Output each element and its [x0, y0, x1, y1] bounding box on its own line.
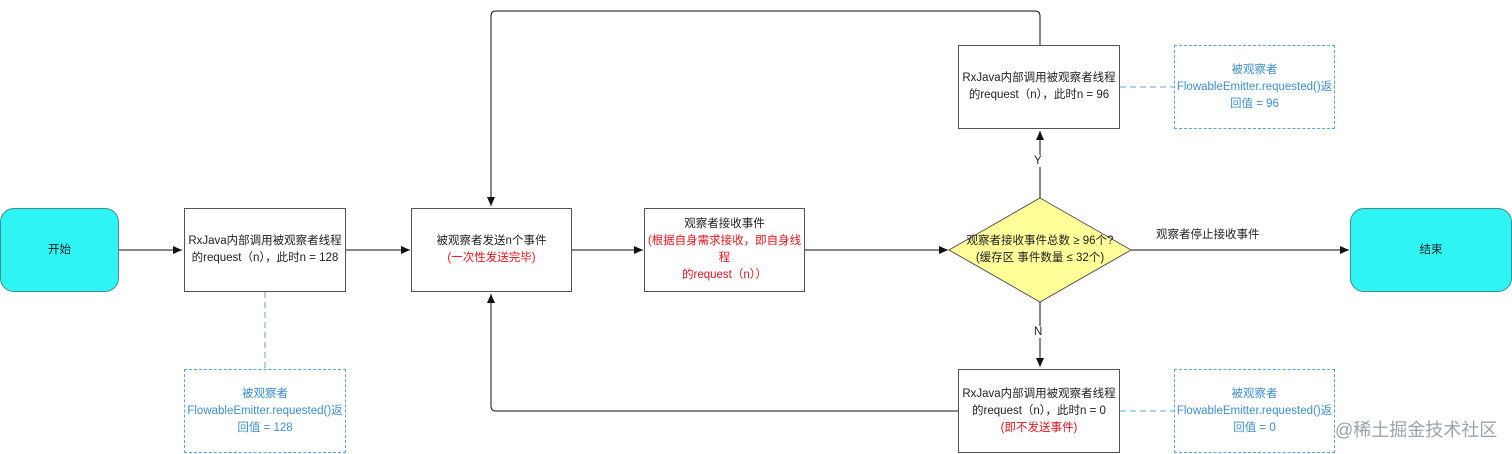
note-0-line1: 被观察者 [1231, 387, 1278, 400]
decision-line1: 观察者接收事件总数 ≥ 96个? [966, 235, 1114, 247]
request-0-line3: (即不发送事件) [1000, 421, 1078, 434]
edge-loop-bottom [487, 294, 958, 412]
note-0-box: 被观察者 FlowableEmitter.requested()返 回值 = 0 [1174, 369, 1335, 453]
edge-label-stop: 观察者停止接收事件 [1154, 226, 1262, 242]
observer-receive-line2: (根据自身需求接收，即自身线程 [647, 235, 802, 264]
note-96-line2: FlowableEmitter.requested()返 [1176, 80, 1333, 93]
edge-label-yes: Y [1032, 155, 1044, 167]
observable-emit-line1: 被观察者发送n个事件 [436, 235, 547, 247]
request-0-line1: RxJava内部调用被观察者线程 [962, 387, 1116, 400]
start-node[interactable]: 开始 [0, 208, 119, 292]
request-initial-box[interactable]: RxJava内部调用被观察者线程 的request（n），此时n = 128 [184, 208, 346, 292]
note-128-line2: FlowableEmitter.requested()返 [187, 404, 343, 417]
request-0-box[interactable]: RxJava内部调用被观察者线程 的request（n），此时n = 0 (即不… [958, 369, 1120, 453]
request-initial-line1: RxJava内部调用被观察者线程 [188, 235, 342, 247]
note-96-line3: 回值 = 96 [1230, 97, 1279, 110]
watermark-text: @稀土掘金技术社区 [1335, 420, 1498, 440]
note-128-box: 被观察者 FlowableEmitter.requested()返 回值 = 1… [184, 369, 346, 453]
note-96-box: 被观察者 FlowableEmitter.requested()返 回值 = 9… [1174, 45, 1335, 129]
observer-receive-box[interactable]: 观察者接收事件 (根据自身需求接收，即自身线程 的request（n）） [644, 208, 805, 292]
edge-loop-top [487, 10, 1041, 206]
request-0-line2: 的request（n），此时n = 0 [972, 404, 1106, 417]
request-96-box[interactable]: RxJava内部调用被观察者线程 的request（n），此时n = 96 [958, 45, 1120, 129]
observable-emit-box[interactable]: 被观察者发送n个事件 (一次性发送完毕) [411, 208, 572, 292]
edge-label-no: N [1032, 326, 1045, 338]
decision-line2: (缓存区 事件数量 ≤ 32个) [975, 252, 1105, 264]
observer-receive-line3: 的request（n）） [681, 269, 767, 281]
observable-emit-line2: (一次性发送完毕) [447, 252, 536, 264]
note-96-line1: 被观察者 [1231, 63, 1278, 76]
decision-text: 观察者接收事件总数 ≥ 96个? (缓存区 事件数量 ≤ 32个) [955, 233, 1125, 267]
observer-receive-line1: 观察者接收事件 [684, 218, 765, 230]
request-initial-line2: 的request（n），此时n = 128 [191, 252, 339, 264]
request-96-line2: 的request（n），此时n = 96 [968, 89, 1110, 101]
start-label: 开始 [48, 243, 71, 256]
note-0-line2: FlowableEmitter.requested()返 [1176, 404, 1333, 417]
end-node[interactable]: 结束 [1350, 208, 1512, 292]
note-0-line3: 回值 = 0 [1233, 421, 1276, 434]
end-label: 结束 [1419, 243, 1443, 256]
request-96-line1: RxJava内部调用被观察者线程 [962, 72, 1116, 84]
note-128-line3: 回值 = 128 [237, 421, 293, 434]
note-128-line1: 被观察者 [242, 387, 288, 400]
